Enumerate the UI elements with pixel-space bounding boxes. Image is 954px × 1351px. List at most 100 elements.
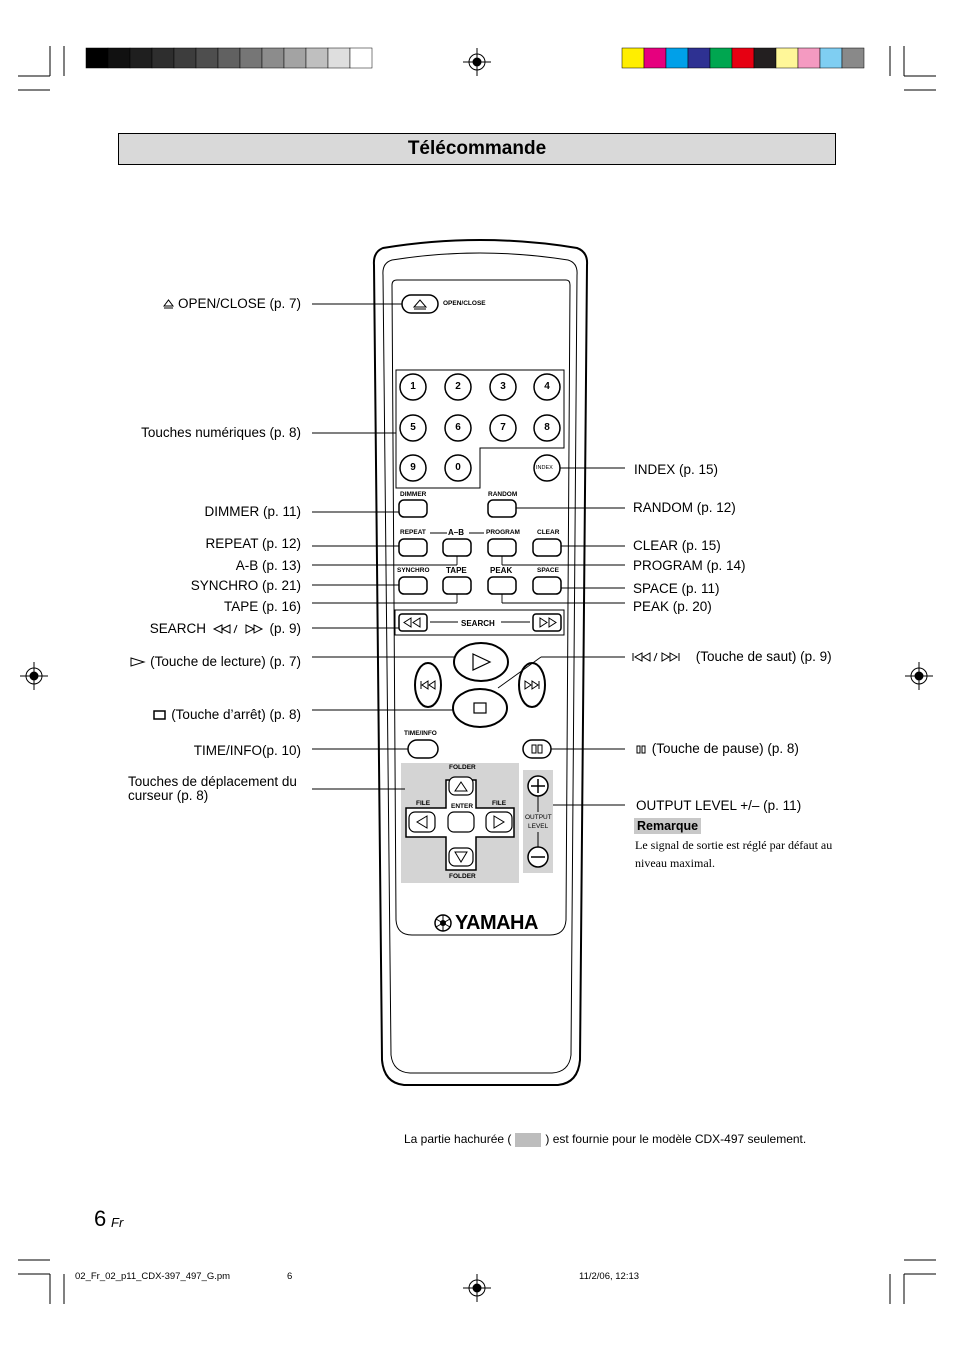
search-forward-button[interactable]: [532, 613, 562, 632]
time-info-button[interactable]: [407, 739, 439, 759]
folder-top-label: FOLDER: [449, 764, 476, 771]
digit-button-6[interactable]: [444, 414, 472, 442]
leader-lines: [312, 303, 625, 806]
registration-target-icon: [20, 48, 933, 1302]
repeat-label: REPEAT: [400, 529, 426, 536]
file-right-button[interactable]: [485, 811, 513, 833]
tape-label: TAPE: [446, 566, 467, 575]
enter-button[interactable]: [447, 811, 475, 833]
digit-button-3[interactable]: [489, 373, 517, 401]
dimmer-label: DIMMER: [400, 491, 427, 498]
random-label: RANDOM: [488, 491, 518, 498]
digit-button-8[interactable]: [533, 414, 561, 442]
page-language: Fr: [111, 1215, 124, 1230]
print-file-name: 02_Fr_02_p11_CDX-397_497_G.pm: [75, 1271, 231, 1282]
output-label: OUTPUT: [525, 814, 552, 821]
page-number: 6: [94, 1206, 107, 1231]
output-level-plus-button[interactable]: [527, 775, 549, 797]
file-left-button[interactable]: [408, 811, 436, 833]
folder-up-button[interactable]: [448, 776, 474, 796]
index-label: INDEX: [536, 465, 553, 471]
digit-label: 5: [410, 422, 416, 433]
enter-label: ENTER: [451, 803, 474, 810]
digit-button-4[interactable]: [533, 373, 561, 401]
random-button[interactable]: [487, 499, 517, 518]
folder-down-button[interactable]: [448, 847, 474, 867]
play-icon: [130, 655, 147, 667]
synchro-button[interactable]: [398, 576, 428, 595]
callout-play: (Touche de lecture) (p. 7): [130, 654, 301, 670]
callout-peak: PEAK (p. 20): [633, 599, 712, 614]
callout-cursor: Touches de déplacement du curseur (p. 8): [128, 774, 297, 803]
digit-label: 7: [500, 422, 506, 433]
brand-logo: YAMAHA: [455, 912, 538, 934]
digit-button-2[interactable]: [444, 373, 472, 401]
remarque-heading: Remarque: [634, 818, 702, 834]
peak-label: PEAK: [490, 566, 513, 575]
stop-icon: [153, 708, 167, 720]
yamaha-logo-icon: [434, 914, 452, 932]
skip-icon: [632, 650, 692, 662]
digit-label: 8: [544, 422, 550, 433]
print-file-page: 6: [287, 1271, 293, 1282]
digit-button-9[interactable]: [399, 454, 427, 482]
ab-label: A–B: [448, 528, 465, 537]
digit-label: 4: [544, 381, 550, 392]
callout-clear: CLEAR (p. 15): [633, 538, 721, 553]
callout-time-info: TIME/INFO(p. 10): [193, 743, 301, 758]
skip-back-button[interactable]: [414, 662, 442, 708]
dimmer-button[interactable]: [398, 499, 428, 518]
open-close-button[interactable]: [401, 294, 439, 314]
peak-button[interactable]: [487, 576, 517, 595]
callout-output-level: OUTPUT LEVEL +/– (p. 11): [636, 798, 802, 813]
callout-open-close: OPEN/CLOSE (p. 7): [163, 296, 301, 312]
pause-icon: [636, 742, 648, 754]
callout-skip: (Touche de saut) (p. 9): [632, 649, 832, 665]
callout-program: PROGRAM (p. 14): [633, 558, 746, 573]
section-title-bar: Télécommande: [118, 133, 836, 165]
folder-bottom-label: FOLDER: [449, 873, 476, 880]
play-button[interactable]: [453, 642, 509, 682]
search-label: SEARCH: [461, 619, 495, 628]
ab-button[interactable]: [442, 538, 472, 557]
output-level-minus-button[interactable]: [527, 846, 549, 868]
program-button[interactable]: [487, 538, 517, 557]
digit-label: 1: [410, 381, 416, 392]
space-label: SPACE: [537, 567, 559, 574]
time-info-label: TIME/INFO: [404, 730, 437, 737]
left-arrow-icon: [416, 815, 428, 829]
pause-button[interactable]: [522, 739, 552, 759]
callout-dimmer: DIMMER (p. 11): [204, 504, 301, 519]
digit-button-1[interactable]: [399, 373, 427, 401]
stop-button[interactable]: [452, 688, 508, 728]
search-back-button[interactable]: [398, 613, 428, 632]
repeat-button[interactable]: [398, 538, 428, 557]
digit-button-7[interactable]: [489, 414, 517, 442]
digit-button-5[interactable]: [399, 414, 427, 442]
file-right-label: FILE: [492, 800, 507, 807]
callout-repeat: REPEAT (p. 12): [205, 536, 301, 551]
callout-numeric: Touches numériques (p. 8): [141, 425, 301, 440]
digit-label: 0: [455, 462, 461, 473]
color-calibration-bar: [621, 47, 865, 69]
clear-button[interactable]: [532, 538, 562, 557]
level-label: LEVEL: [528, 823, 549, 830]
synchro-label: SYNCHRO: [397, 567, 430, 574]
digit-label: 2: [455, 381, 461, 392]
callout-stop: (Touche d’arrêt) (p. 8): [153, 707, 301, 723]
digit-button-0[interactable]: [444, 454, 472, 482]
tape-button[interactable]: [442, 576, 472, 595]
search-icon: [210, 622, 266, 634]
digit-label: 3: [500, 381, 506, 392]
remarque-text: Le signal de sortie est réglé par défaut…: [635, 838, 833, 870]
callout-search: SEARCH (p. 9): [149, 621, 301, 636]
page-title: Télécommande: [407, 138, 547, 159]
gray-swatch: [349, 47, 373, 69]
callout-pause: (Touche de pause) (p. 8): [636, 741, 799, 757]
digit-label: 6: [455, 422, 461, 433]
print-file-date: 11/2/06, 12:13: [579, 1271, 640, 1282]
space-button[interactable]: [532, 576, 562, 595]
numeric-keypad: [399, 373, 561, 482]
callout-synchro: SYNCHRO (p. 21): [190, 578, 301, 593]
